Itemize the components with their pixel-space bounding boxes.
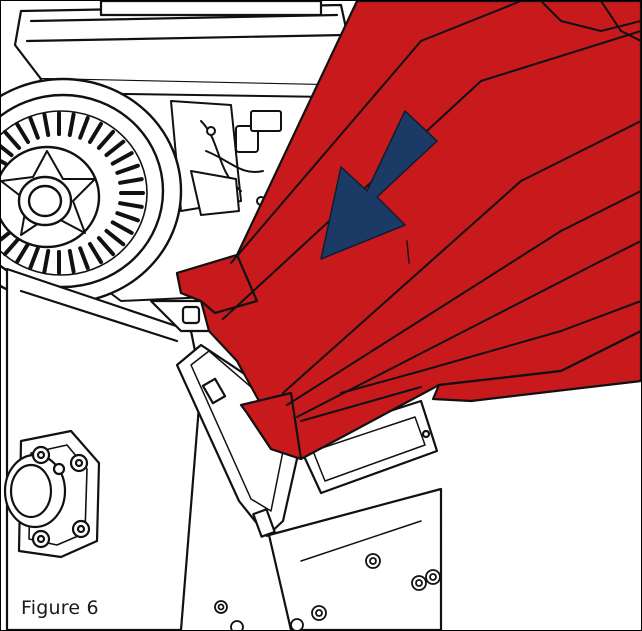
starter-vent-slot <box>15 242 30 265</box>
starter-vent-slot <box>88 121 103 144</box>
starter-vent-slot <box>28 246 40 270</box>
arrow-down-left-icon <box>320 110 438 260</box>
starter-vent-slot <box>110 220 134 235</box>
starter-vent-slot <box>67 249 76 274</box>
bearing-flange <box>3 429 101 559</box>
starter-vent-slot <box>110 151 134 166</box>
starter-vent-slot <box>96 129 115 150</box>
starter-vent-slot <box>104 139 126 158</box>
starter-vent-slot <box>104 228 126 247</box>
starter-vent-slot <box>28 116 40 140</box>
starter-vent-slot <box>15 121 30 144</box>
starter-vent-slot <box>78 246 90 270</box>
starter-vent-slot <box>96 236 115 257</box>
chute-mounting-bracket <box>175 343 443 630</box>
starter-vent-slot <box>67 112 76 137</box>
starter-vent-slot <box>3 236 22 257</box>
starter-vent-slot <box>115 163 140 175</box>
starter-vent-slot <box>88 242 103 265</box>
figure-caption: Figure 6 <box>21 597 99 619</box>
starter-vent-slot <box>115 211 140 223</box>
discharge-chute <box>175 1 641 461</box>
starter-vent-slot <box>1 158 8 166</box>
starter-vent-slot <box>118 201 144 209</box>
starter-vent-slot <box>1 228 14 242</box>
starter-vent-slot <box>118 177 144 185</box>
starter-vent-slot <box>42 249 51 274</box>
starter-vent-slot <box>3 129 22 150</box>
starter-vent-slot <box>78 116 90 140</box>
recoil-starter-cover <box>1 77 183 305</box>
starter-vent-slot <box>42 112 51 137</box>
starter-vent-slot <box>1 144 14 158</box>
